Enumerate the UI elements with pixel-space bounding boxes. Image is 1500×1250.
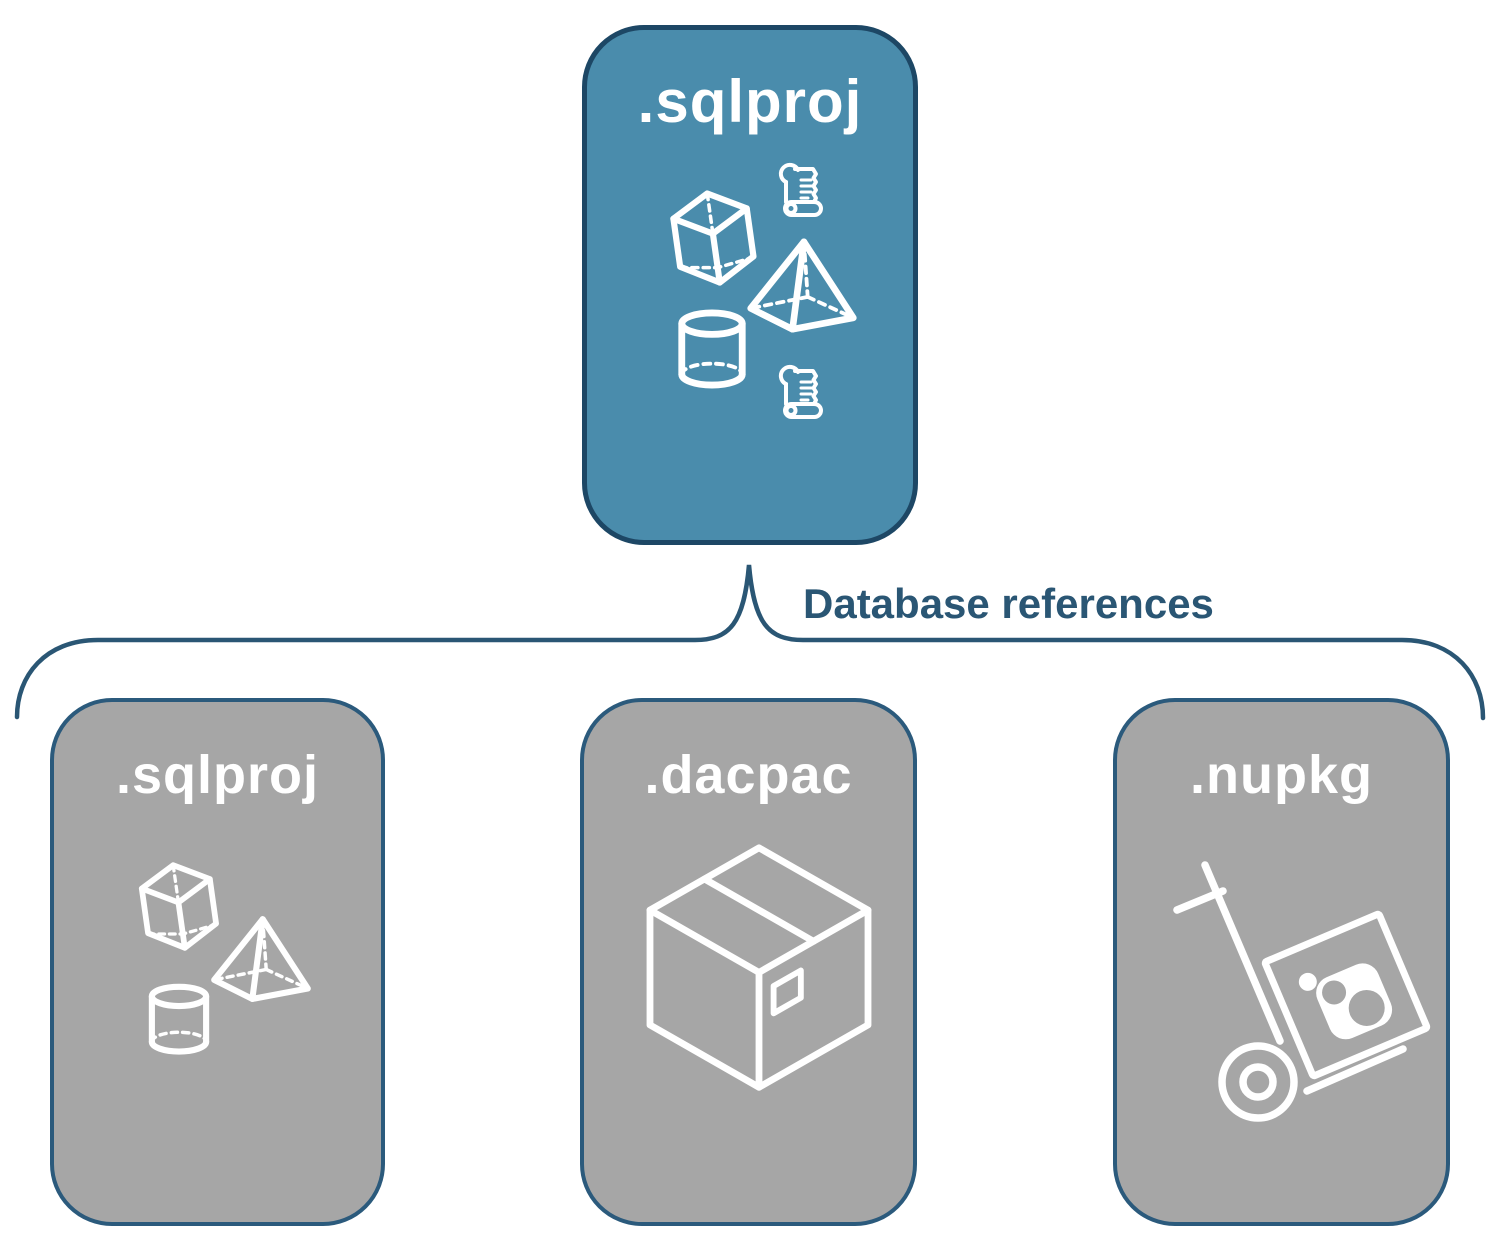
root-box-label: .sqlproj — [637, 68, 863, 135]
connector-label: Database references — [803, 580, 1214, 627]
child-dacpac-box: .dacpac — [580, 698, 917, 1226]
cylinder-icon — [148, 983, 210, 1055]
child-sqlproj-box: .sqlproj — [50, 698, 385, 1226]
child-nupkg-box: .nupkg — [1113, 698, 1450, 1226]
pyramid-icon — [747, 238, 857, 333]
child-box-label: .dacpac — [644, 745, 853, 805]
cube-icon — [138, 862, 219, 951]
brace-connector — [14, 564, 1486, 721]
cylinder-icon — [678, 309, 746, 389]
nuget-handtruck-icon — [1173, 861, 1431, 1122]
script-scroll-icon — [778, 364, 823, 419]
cube-icon — [670, 190, 757, 286]
root-sqlproj-box: .sqlproj — [582, 25, 918, 545]
package-box-icon — [646, 844, 872, 1091]
child-box-label: .sqlproj — [115, 745, 319, 805]
script-scroll-icon — [778, 162, 823, 217]
child-box-label: .nupkg — [1190, 745, 1373, 805]
pyramid-icon — [211, 916, 311, 1002]
